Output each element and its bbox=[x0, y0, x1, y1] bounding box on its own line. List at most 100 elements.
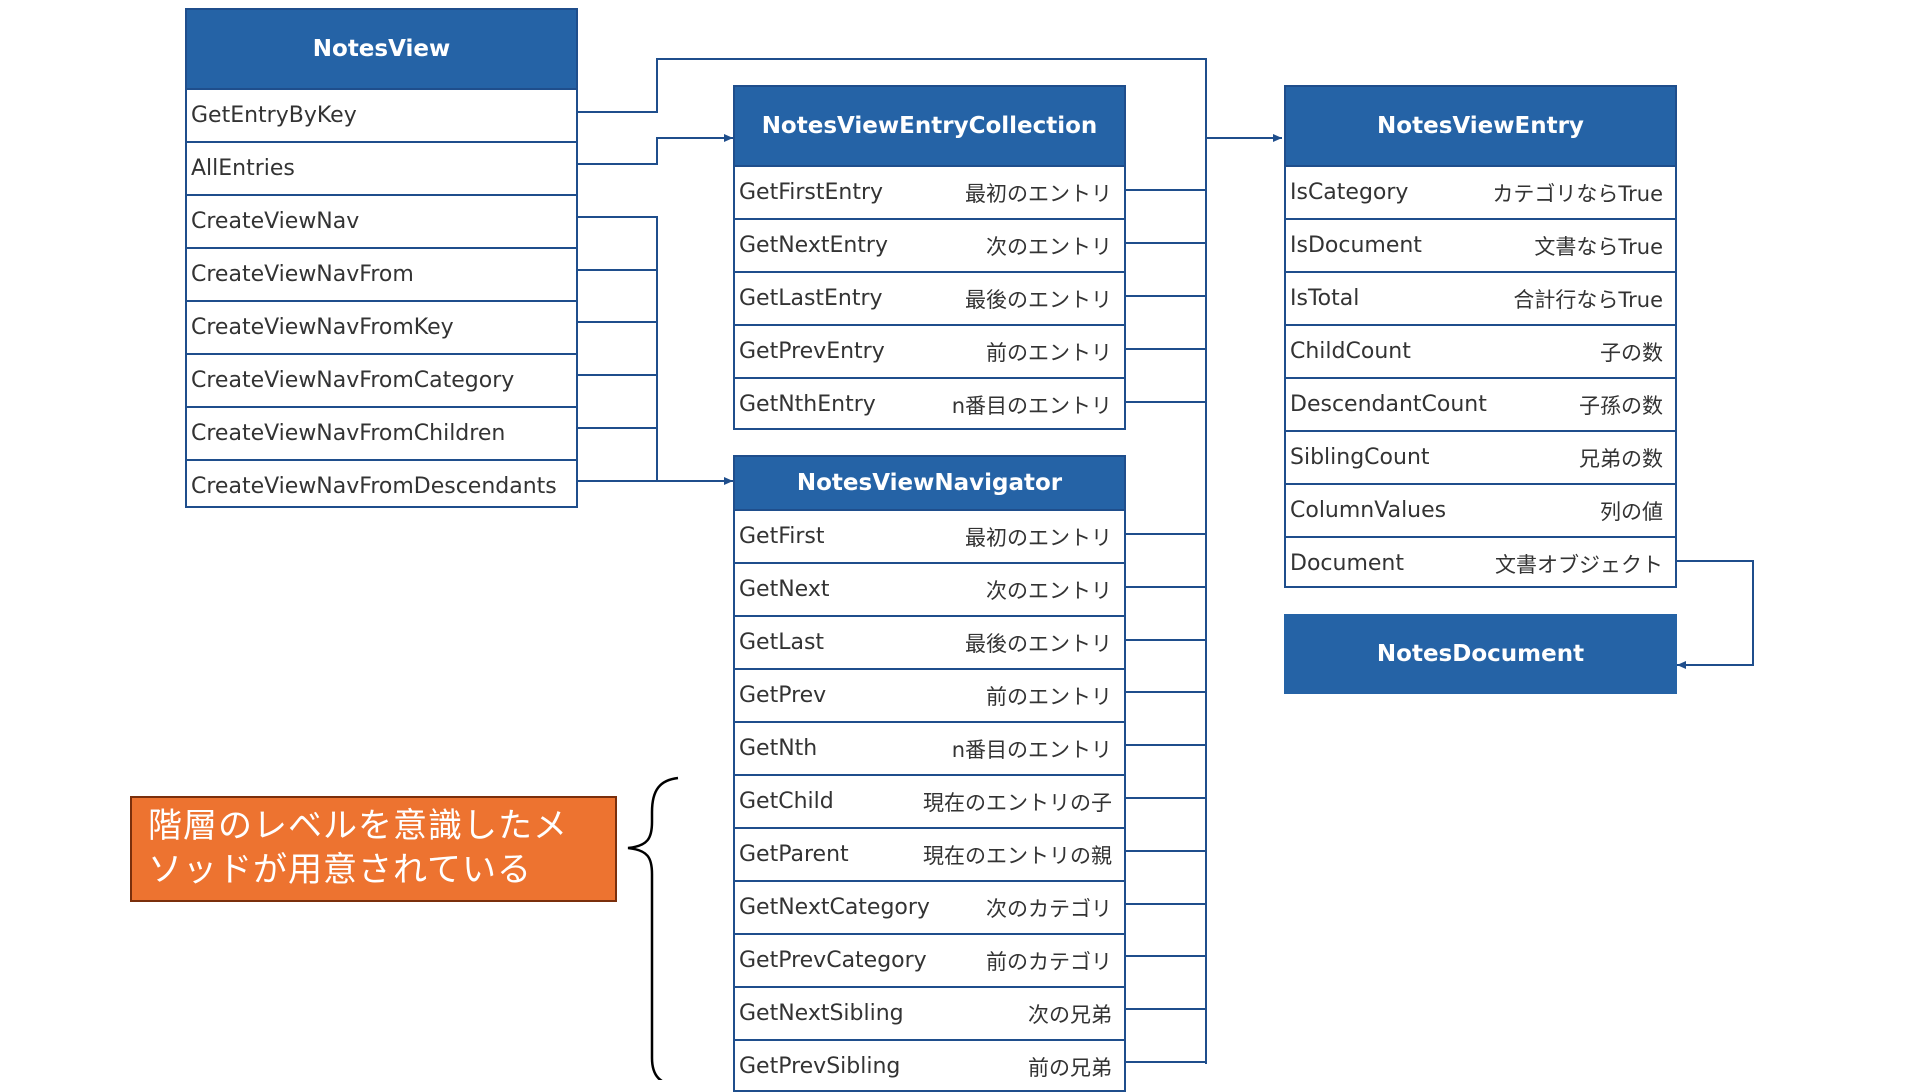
method-name: GetFirst bbox=[739, 524, 825, 549]
notesview-title: NotesView bbox=[187, 10, 576, 88]
method-name: GetLastEntry bbox=[739, 286, 883, 311]
notesview-method-row: CreateViewNav bbox=[187, 194, 576, 247]
method-description: 次のエントリ bbox=[986, 578, 1112, 603]
property-description: 列の値 bbox=[1600, 499, 1663, 524]
method-name: GetNextSibling bbox=[739, 1001, 904, 1026]
property-name: IsDocument bbox=[1290, 233, 1422, 258]
navigator-method-row: GetNext 次のエントリ bbox=[735, 562, 1124, 615]
method-name: CreateViewNavFrom bbox=[191, 262, 414, 287]
method-name: GetPrevEntry bbox=[739, 339, 885, 364]
method-name: GetPrevCategory bbox=[739, 948, 927, 973]
method-name: CreateViewNavFromDescendants bbox=[191, 474, 557, 499]
navigator-method-row: GetPrev 前のエントリ bbox=[735, 668, 1124, 721]
method-name: CreateViewNavFromCategory bbox=[191, 368, 515, 393]
method-description: n番目のエントリ bbox=[951, 393, 1112, 418]
navigator-method-row: GetLast 最後のエントリ bbox=[735, 615, 1124, 668]
notesview-method-row: CreateViewNavFromChildren bbox=[187, 406, 576, 459]
collection-method-row: GetNthEntry n番目のエントリ bbox=[735, 377, 1124, 430]
callout-note: 階層のレベルを意識したメ ソッドが用意されている bbox=[130, 796, 617, 902]
curly-brace bbox=[627, 776, 679, 1080]
notesview-method-row: CreateViewNavFromKey bbox=[187, 300, 576, 353]
entry-property-row: DescendantCount 子孫の数 bbox=[1286, 377, 1675, 430]
connector-document bbox=[1674, 560, 1754, 669]
entry-property-row: SiblingCount 兄弟の数 bbox=[1286, 430, 1675, 483]
property-description: 子の数 bbox=[1600, 340, 1663, 365]
method-name: GetNext bbox=[739, 577, 830, 602]
method-name: GetChild bbox=[739, 789, 834, 814]
notesdocument-class-box: NotesDocument bbox=[1284, 614, 1677, 694]
collection-method-row: GetLastEntry 最後のエントリ bbox=[735, 271, 1124, 324]
property-description: 文書オブジェクト bbox=[1495, 552, 1663, 577]
notesview-class-box: NotesView GetEntryByKey AllEntries Creat… bbox=[185, 8, 578, 508]
entry-property-row: ChildCount 子の数 bbox=[1286, 324, 1675, 377]
property-description: 子孫の数 bbox=[1579, 393, 1663, 418]
property-name: IsTotal bbox=[1290, 286, 1360, 311]
method-description: 前のエントリ bbox=[986, 340, 1112, 365]
property-name: Document bbox=[1290, 551, 1404, 576]
entry-property-row: IsDocument 文書ならTrue bbox=[1286, 218, 1675, 271]
notesdocument-title: NotesDocument bbox=[1376, 641, 1585, 667]
property-name: ColumnValues bbox=[1290, 498, 1447, 523]
property-name: DescendantCount bbox=[1290, 392, 1487, 417]
property-description: カテゴリならTrue bbox=[1492, 181, 1663, 206]
method-name: CreateViewNavFromChildren bbox=[191, 421, 506, 446]
method-description: 次の兄弟 bbox=[1028, 1002, 1112, 1027]
method-name: GetNth bbox=[739, 736, 818, 761]
collection-method-row: GetPrevEntry 前のエントリ bbox=[735, 324, 1124, 377]
property-name: SiblingCount bbox=[1290, 445, 1430, 470]
navigator-title: NotesViewNavigator bbox=[735, 457, 1124, 509]
property-description: 兄弟の数 bbox=[1579, 446, 1663, 471]
property-description: 文書ならTrue bbox=[1534, 234, 1663, 259]
notesview-method-row: CreateViewNavFromDescendants bbox=[187, 459, 576, 512]
property-name: ChildCount bbox=[1290, 339, 1411, 364]
method-name: GetParent bbox=[739, 842, 849, 867]
method-description: 次のカテゴリ bbox=[986, 896, 1112, 921]
notesview-method-row: AllEntries bbox=[187, 141, 576, 194]
collection-method-row: GetNextEntry 次のエントリ bbox=[735, 218, 1124, 271]
method-name: GetFirstEntry bbox=[739, 180, 884, 205]
method-name: GetNextCategory bbox=[739, 895, 930, 920]
entry-class-box: NotesViewEntry IsCategory カテゴリならTrue IsDo… bbox=[1284, 85, 1677, 588]
method-description: 前のエントリ bbox=[986, 684, 1112, 709]
method-name: GetLast bbox=[739, 630, 825, 655]
method-description: 最後のエントリ bbox=[965, 631, 1112, 656]
property-name: IsCategory bbox=[1290, 180, 1409, 205]
method-name: GetNthEntry bbox=[739, 392, 876, 417]
connector-createviewnav-trunk bbox=[578, 216, 733, 485]
entry-title: NotesViewEntry bbox=[1286, 87, 1675, 165]
method-name: GetNextEntry bbox=[739, 233, 888, 258]
callout-line-1: 階層のレベルを意識したメ bbox=[148, 806, 568, 846]
connector-allentries bbox=[578, 134, 733, 165]
method-name: GetPrev bbox=[739, 683, 827, 708]
entry-property-row: IsCategory カテゴリならTrue bbox=[1286, 165, 1675, 218]
callout-line-2: ソッドが用意されている bbox=[148, 850, 532, 890]
notesview-method-row: GetEntryByKey bbox=[187, 88, 576, 141]
collection-title: NotesViewEntryCollection bbox=[735, 87, 1124, 165]
method-description: 最後のエントリ bbox=[965, 287, 1112, 312]
method-name: AllEntries bbox=[191, 156, 295, 181]
navigator-method-row: GetNextCategory 次のカテゴリ bbox=[735, 880, 1124, 933]
navigator-method-row: GetNextSibling 次の兄弟 bbox=[735, 986, 1124, 1039]
navigator-method-row: GetNth n番目のエントリ bbox=[735, 721, 1124, 774]
method-description: n番目のエントリ bbox=[951, 737, 1112, 762]
navigator-method-row: GetParent 現在のエントリの親 bbox=[735, 827, 1124, 880]
notesview-method-row: CreateViewNavFromCategory bbox=[187, 353, 576, 406]
method-name: GetPrevSibling bbox=[739, 1054, 901, 1079]
notesview-method-row: CreateViewNavFrom bbox=[187, 247, 576, 300]
method-description: 現在のエントリの親 bbox=[923, 843, 1112, 868]
method-name: GetEntryByKey bbox=[191, 103, 357, 128]
entry-property-row: Document 文書オブジェクト bbox=[1286, 536, 1675, 589]
method-description: 次のエントリ bbox=[986, 234, 1112, 259]
connector-getentrybykey bbox=[578, 58, 1282, 142]
method-name: CreateViewNavFromKey bbox=[191, 315, 454, 340]
method-name: CreateViewNav bbox=[191, 209, 360, 234]
